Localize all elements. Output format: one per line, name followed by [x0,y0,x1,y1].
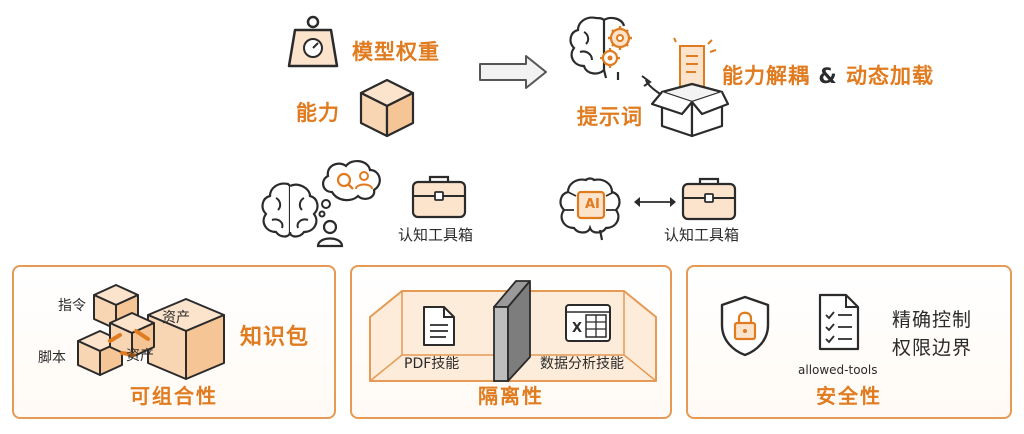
checklist-file-icon [818,293,860,351]
toolbox-right-label: 认知工具箱 [664,226,740,244]
prompt-label: 提示词 [577,105,643,129]
isolation-title: 隔离性 [478,384,544,408]
security-panel: allowed-tools 精确控制 权限边界 安全性 [686,265,1012,419]
model-weights-label: 模型权重 [352,40,440,64]
stacked-cubes-icon [77,284,225,380]
open-box-scroll-icon [641,37,730,138]
toolbox-left-label: 认知工具箱 [398,226,474,244]
transition-arrow-icon [479,55,547,89]
instruction-label: 指令 [58,298,86,314]
knowledge-pack-label: 知识包 [240,325,310,350]
toolbox-left-icon [411,175,467,219]
user-icon [316,219,344,248]
decouple-label: 能力解耦 [722,64,810,88]
brain-gears-icon [569,16,632,80]
composability-panel: 指令 脚本 资产 资产 知识包 可组合性 [12,265,336,419]
thought-cloud-icon [318,160,381,218]
sheet-x-glyph: X [572,321,583,336]
allowed-tools-label: allowed-tools [798,363,878,377]
isolation-panel: X PDF技能 数据分析技能 隔离性 [350,265,672,419]
data-analysis-skill-label: 数据分析技能 [540,356,624,372]
precise-control-label: 精确控制 [892,309,973,331]
ai-brain-icon [559,177,621,241]
toolbox-right-icon [681,177,737,221]
ai-badge: AI [585,197,600,212]
capability-label: 能力 [296,101,340,125]
pdf-skill-label: PDF技能 [404,356,460,372]
shield-lock-icon [720,295,770,357]
scale-weight-icon [287,15,339,68]
double-arrow-icon [634,197,676,207]
asset-big-label: 资产 [162,310,190,326]
isolation-room-icon [369,280,657,382]
security-title: 安全性 [816,384,882,408]
permission-boundary-label: 权限边界 [892,337,973,359]
brain-icon [261,182,319,238]
cube-icon [359,78,415,138]
asset-small-label: 资产 [126,348,154,364]
script-label: 脚本 [38,350,66,366]
composability-title: 可组合性 [130,384,218,408]
ampersand: & [818,64,838,88]
dynamic-load-label: 动态加载 [845,64,934,88]
